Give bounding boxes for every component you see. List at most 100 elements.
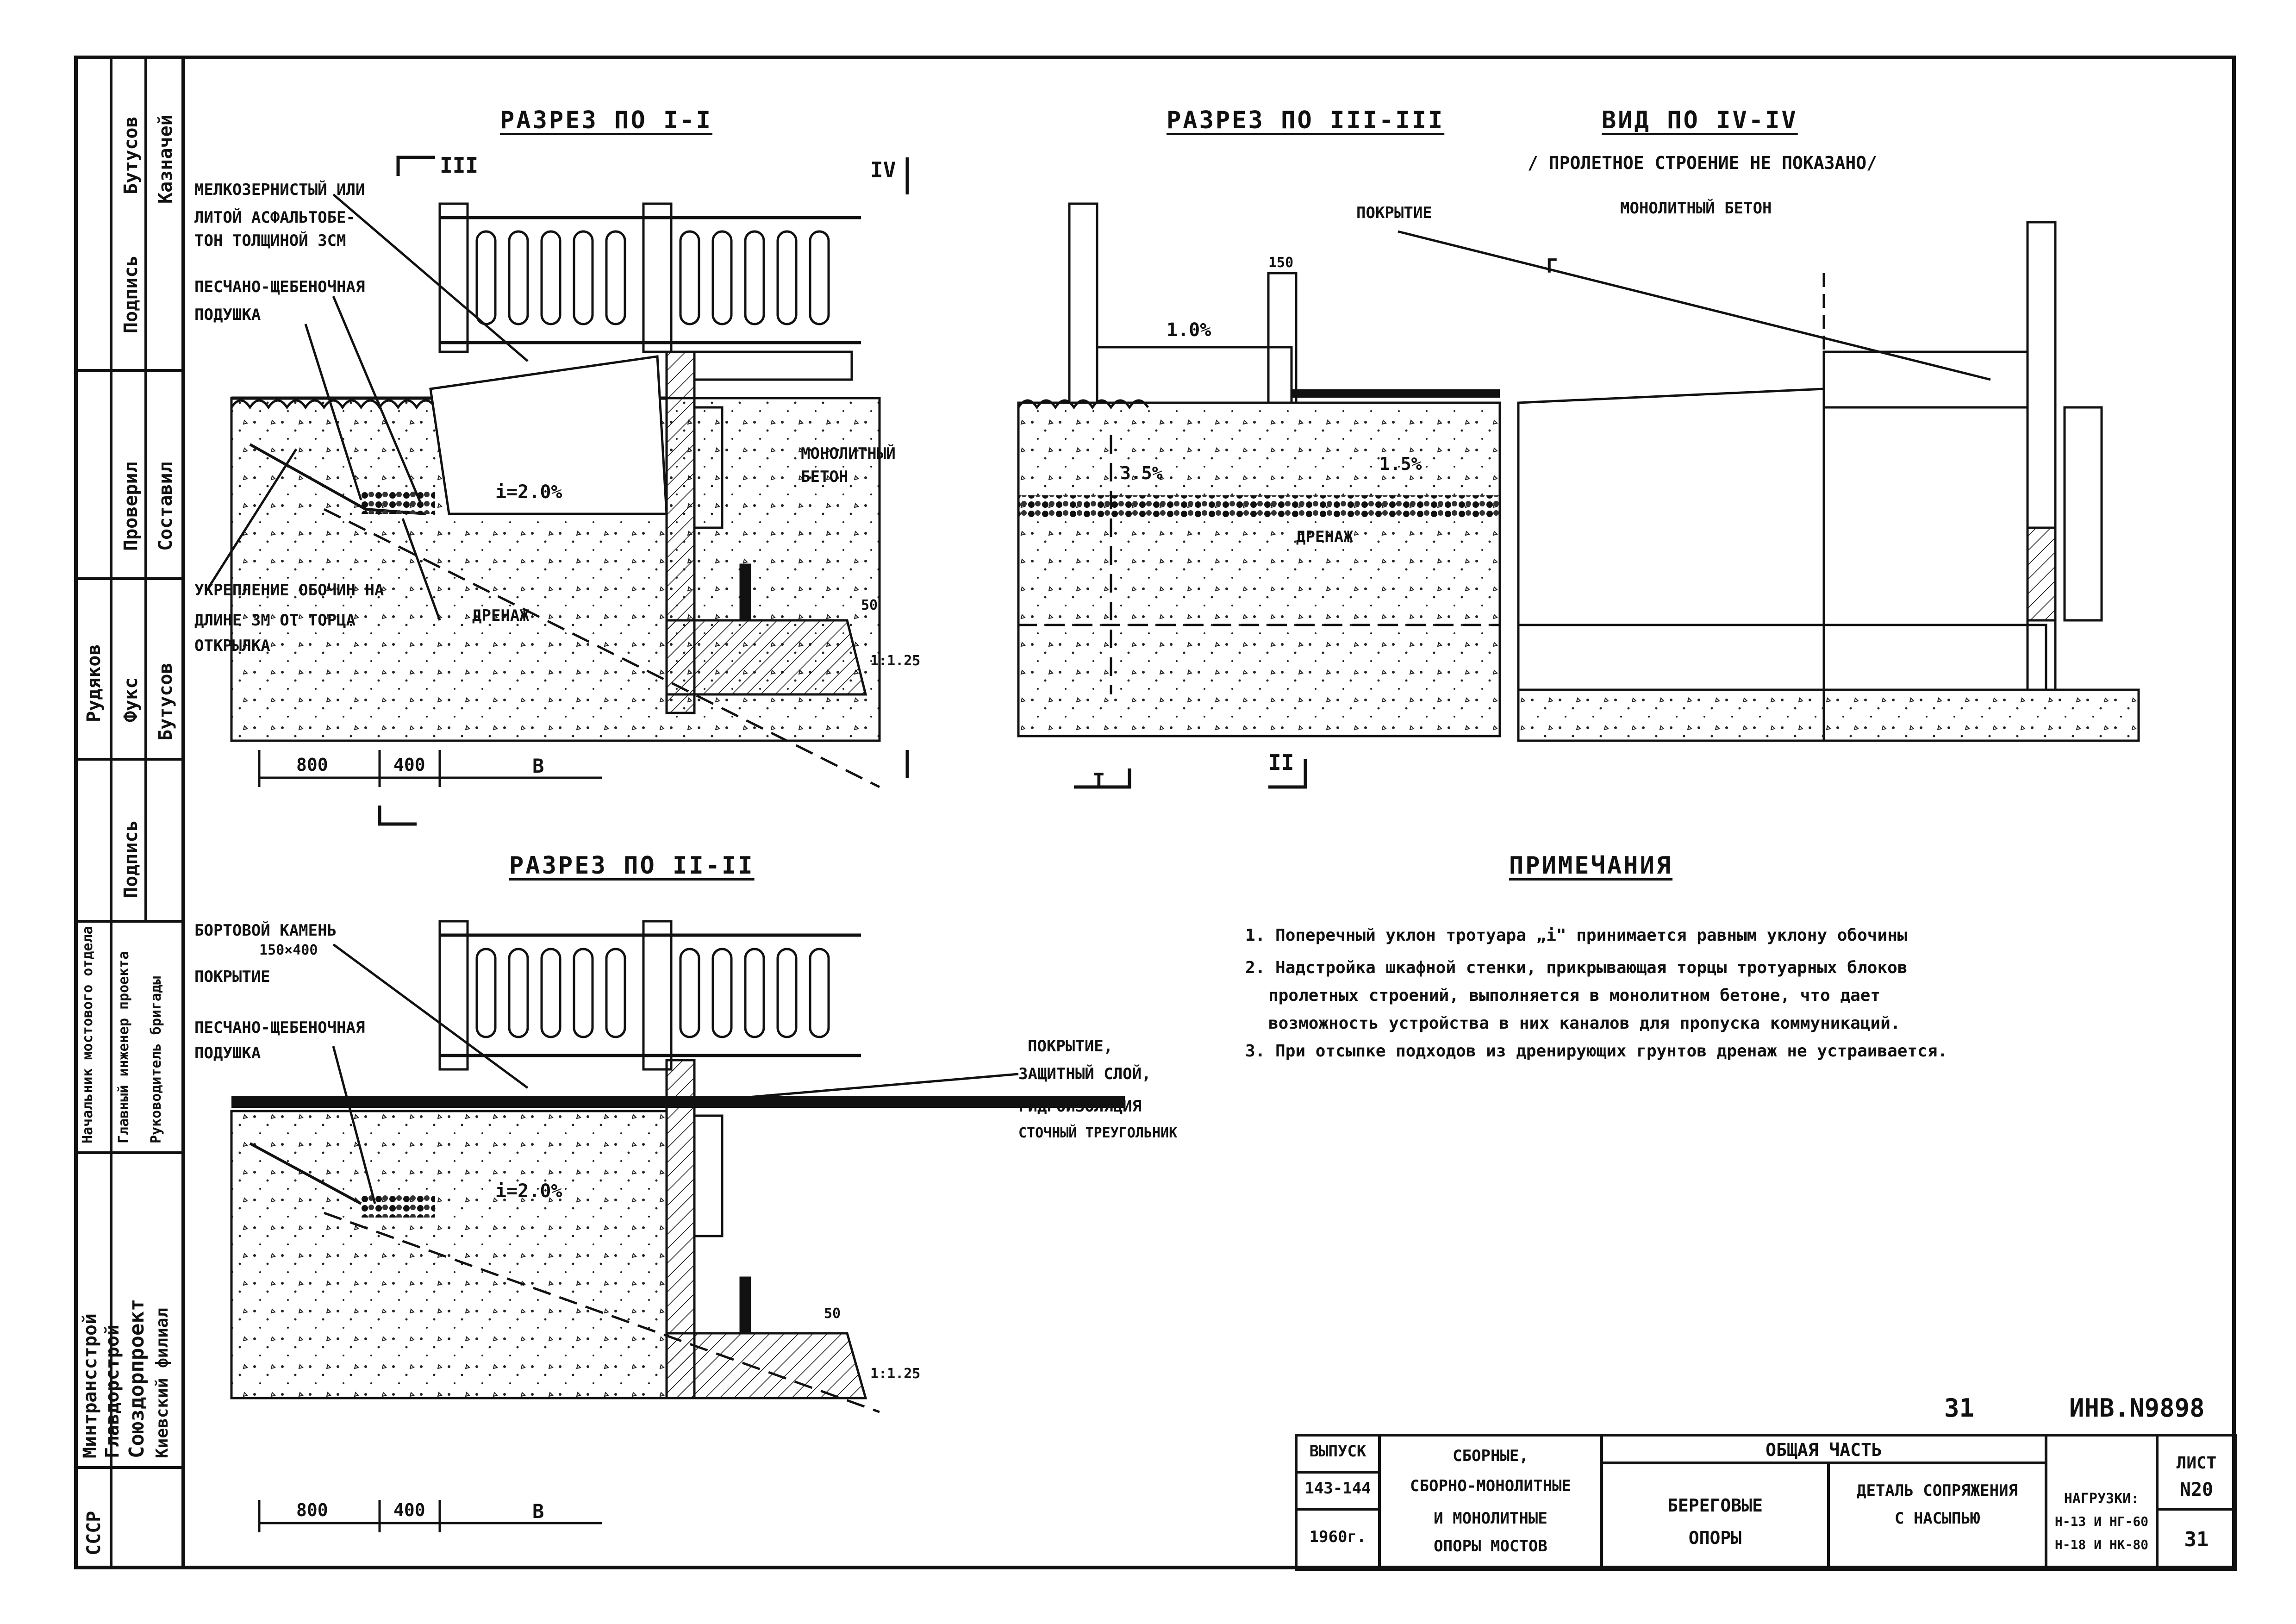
left-strip-grid xyxy=(74,56,185,1569)
s2-label-cushion-1: ПЕСЧАНО-ЩЕБЕНОЧНАЯ xyxy=(194,1018,365,1037)
section-4-subtitle: / ПРОЛЕТНОЕ СТРОЕНИЕ НЕ ПОКАЗАНО/ xyxy=(1528,153,1877,173)
s2-label-curb-2: 150×400 xyxy=(259,942,318,958)
s1-label-asphalt-3: ТОН ТОЛЩИНОЙ 3СМ xyxy=(194,231,346,250)
strip-org-4: Киевский филиал xyxy=(153,1307,172,1458)
tb-series-2: СБОРНО-МОНОЛИТНЫЕ xyxy=(1410,1477,1571,1495)
tb-detail-2: С НАСЫПЬЮ xyxy=(1894,1509,1980,1528)
s3-label-monolith: МОНОЛИТНЫЙ БЕТОН xyxy=(1620,199,1772,218)
tb-sheet-page: 31 xyxy=(2184,1528,2209,1551)
s2-label-cushion-2: ПОДУШКА xyxy=(194,1044,261,1062)
tb-series-1: СБОРНЫЕ, xyxy=(1453,1447,1529,1465)
s3-dim-g: Г xyxy=(1546,255,1558,277)
tb-series-4: ОПОРЫ МОСТОВ xyxy=(1434,1537,1547,1555)
s1-label-monolith-1: МОНОЛИТНЫЙ xyxy=(801,444,896,463)
s3-slope-2: 3.5% xyxy=(1120,463,1163,483)
s1-label-asphalt-2: ЛИТОЙ АСФАЛЬТОБЕ- xyxy=(194,208,356,227)
note-line-5: 3. При отсыпке подходов из дренирующих г… xyxy=(1245,1042,1948,1061)
s1-slope-ratio: 1:1.25 xyxy=(870,653,921,669)
tb-sheet-no: N20 xyxy=(2179,1479,2214,1500)
strip-sign-label: Подпись xyxy=(120,255,142,333)
strip-name-3: Рудяков xyxy=(83,644,105,722)
note-line-3: пролетных строений, выполняется в моноли… xyxy=(1268,986,1881,1005)
s2-label-curb-1: БОРТОВОЙ КАМЕНЬ xyxy=(194,921,337,940)
section-1-drawing xyxy=(207,156,909,826)
s1-label-monolith-2: БЕТОН xyxy=(801,468,849,486)
strip-country: СССР xyxy=(83,1511,105,1555)
s3-slope-1: 1.0% xyxy=(1167,319,1211,341)
section-3-drawing xyxy=(1017,202,1501,789)
strip-org-2: Главдорстрой xyxy=(102,1324,123,1458)
strip-role-3: Руководитель бригады xyxy=(148,976,164,1143)
s1-cut-mark-4: IV xyxy=(870,157,896,182)
section-3-title: РАЗРЕЗ ПО III-III xyxy=(1167,106,1445,134)
s1-label-reinforce-2: ДЛИНЕ 3М ОТ ТОРЦА xyxy=(194,611,356,630)
strip-sign-label-2: Подпись xyxy=(120,820,142,898)
s2-slope: i=2.0% xyxy=(495,1181,562,1202)
s1-dim-50: 50 xyxy=(861,597,878,613)
s1-cut-mark-3: III xyxy=(440,153,479,178)
s1-dim-b: В xyxy=(532,755,544,777)
s3-slope-3: 1.5% xyxy=(1379,454,1422,474)
inventory-number: ИНВ.N9898 xyxy=(2069,1393,2205,1423)
s2-dim-b: В xyxy=(532,1500,544,1523)
strip-name-5: Бутусов xyxy=(155,662,176,741)
s1-label-asphalt-1: МЕЛКОЗЕРНИСТЫЙ ИЛИ xyxy=(194,181,365,199)
tb-sheet-label: ЛИСТ xyxy=(2176,1454,2217,1473)
tb-loads-3: Н-18 И НК-80 xyxy=(2054,1537,2149,1552)
section-1-title: РАЗРЕЗ ПО I-I xyxy=(500,106,712,134)
s2-label-layers-2: ЗАЩИТНЫЙ СЛОЙ, xyxy=(1018,1065,1151,1083)
strip-org-3: Союздорпроект xyxy=(125,1299,149,1458)
s2-dim-50: 50 xyxy=(824,1305,841,1322)
tb-vypusk-value: 143-144 xyxy=(1304,1479,1371,1498)
s3-label-cover: ПОКРЫТИЕ xyxy=(1356,204,1432,222)
s1-label-cushion-1: ПЕСЧАНО-ЩЕБЕНОЧНАЯ xyxy=(194,278,365,296)
s2-label-layers-4: СТОЧНЫЙ ТРЕУГОЛЬНИК xyxy=(1018,1125,1178,1141)
tb-series-3: И МОНОЛИТНЫЕ xyxy=(1434,1509,1547,1528)
s3-cut-mark-2: II xyxy=(1268,750,1294,775)
tb-detail-1: ДЕТАЛЬ СОПРЯЖЕНИЯ xyxy=(1857,1481,2018,1500)
strip-made-label: Составил xyxy=(155,462,176,551)
section-2-title: РАЗРЕЗ ПО II-II xyxy=(509,852,755,880)
note-line-4: возможность устройства в них каналов для… xyxy=(1268,1014,1901,1033)
tb-loads-1: НАГРУЗКИ: xyxy=(2064,1491,2140,1507)
page-number: 31 xyxy=(1944,1393,1975,1423)
section-4-title: ВИД ПО IV-IV xyxy=(1602,106,1798,134)
s3-dim-150: 150 xyxy=(1268,255,1294,271)
strip-name-4: Фукс xyxy=(120,677,142,722)
tb-part: ОБЩАЯ ЧАСТЬ xyxy=(1766,1440,1882,1460)
s1-dim-400: 400 xyxy=(393,755,425,775)
strip-role-2: Главный инженер проекта xyxy=(116,951,132,1143)
tb-section-2: ОПОРЫ xyxy=(1688,1528,1742,1548)
section-2-drawing xyxy=(230,920,1125,1532)
tb-loads-2: Н-13 И НГ-60 xyxy=(2054,1514,2149,1529)
s3-cut-mark-1: I xyxy=(1092,768,1105,793)
title-block-grid xyxy=(1295,1434,2237,1571)
strip-checked-label: Проверил xyxy=(120,462,142,551)
strip-name-2: Казначей xyxy=(155,114,176,204)
strip-name-1: Бутусов xyxy=(120,116,142,194)
tb-section-1: БЕРЕГОВЫЕ xyxy=(1667,1495,1763,1516)
s1-dim-800: 800 xyxy=(296,755,328,775)
tb-year: 1960г. xyxy=(1309,1528,1366,1546)
strip-role-1: Начальник мостового отдела xyxy=(80,926,96,1143)
s2-label-layers-3: ГИДРОИЗОЛЯЦИЯ xyxy=(1018,1097,1142,1116)
tb-vypusk-label: ВЫПУСК xyxy=(1309,1442,1366,1461)
note-line-2: 2. Надстройка шкафной стенки, прикрывающ… xyxy=(1245,958,1908,977)
strip-org-1: Минтрансстрой xyxy=(80,1313,101,1458)
s1-label-reinforce-1: УКРЕПЛЕНИЕ ОБОЧИН НА xyxy=(194,581,384,600)
notes-title: ПРИМЕЧАНИЯ xyxy=(1509,852,1673,880)
s2-dim-800: 800 xyxy=(296,1500,328,1520)
s2-dim-400: 400 xyxy=(393,1500,425,1520)
s1-slope: i=2.0% xyxy=(495,481,562,503)
s3-label-drain: ДРЕНАЖ xyxy=(1296,528,1353,546)
s1-label-cushion-2: ПОДУШКА xyxy=(194,306,261,324)
note-line-1: 1. Поперечный уклон тротуара „i" принима… xyxy=(1245,926,1908,945)
s1-label-reinforce-3: ОТКРЫЛКА xyxy=(194,637,270,655)
s1-label-drain: ДРЕНАЖ xyxy=(472,606,529,625)
s2-label-layers-1: ПОКРЫТИЕ, xyxy=(1028,1037,1113,1056)
section-4-drawing xyxy=(1398,221,2140,742)
drawing-frame xyxy=(74,56,2236,1569)
s2-slope-ratio: 1:1.25 xyxy=(870,1366,921,1382)
left-title-strip xyxy=(74,56,185,1569)
